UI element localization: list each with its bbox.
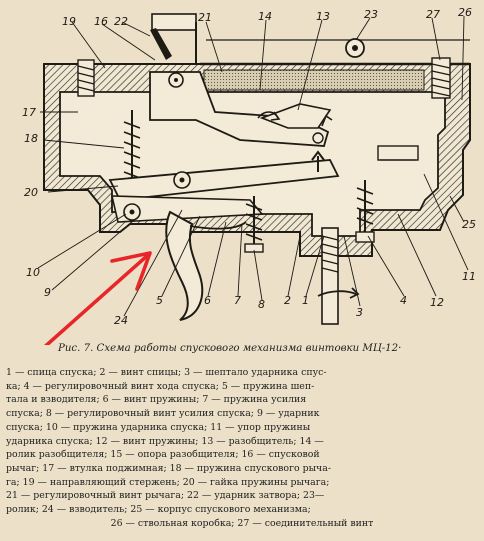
spring-stop: [377, 145, 419, 161]
red-arrow: [43, 251, 152, 345]
callout-22: 22: [114, 15, 128, 28]
callout-17: 17: [22, 106, 36, 119]
legend-line: рычаг; 17 — втулка поджимная; 18 — пружи…: [6, 462, 332, 474]
figure-legend: 1 — спица спуска; 2 — винт спицы; 3 — ше…: [6, 366, 478, 530]
lever-adjusting-screw: [77, 59, 95, 97]
legend-line: ролик; 24 — взводитель; 25 — корпус спус…: [6, 504, 311, 516]
trigger-lever: [149, 71, 330, 147]
callout-19: 19: [62, 15, 76, 28]
legend-line: 26 — ствольная коробка; 27 — соединитель…: [110, 517, 374, 529]
callout-26: 26: [458, 6, 472, 19]
callout-7: 7: [234, 294, 241, 307]
callout-13: 13: [316, 10, 330, 23]
callout-11: 11: [462, 270, 476, 283]
striker-spring: [355, 180, 375, 243]
callout-24: 24: [114, 314, 128, 327]
motion-arrows: [257, 111, 325, 172]
callout-1: 1: [302, 294, 309, 307]
legend-line: спуска; 10 — пружина ударника спуска; 11…: [6, 421, 311, 433]
legend-line: ка; 4 — регулировочный винт хода спуска;…: [6, 380, 315, 392]
connecting-screw: [431, 57, 451, 99]
callout-25: 25: [462, 218, 476, 231]
cocking-lever: [110, 195, 264, 223]
callout-labels: 19 16 22 21 14 13 23 27 26 17 18 20 10 9…: [22, 6, 476, 327]
legend-line: тала и взводителя; 6 — винт пружины; 7 —…: [6, 394, 307, 406]
legend-line: спуска; 8 — регулировочный винт усилия с…: [6, 408, 320, 420]
legend-line: 1 — спица спуска; 2 — винт спицы; 3 — ше…: [6, 367, 327, 378]
callout-8: 8: [258, 298, 265, 311]
callout-6: 6: [204, 294, 211, 307]
callout-2: 2: [284, 294, 291, 307]
callout-12: 12: [430, 296, 444, 309]
trigger-blade: [165, 210, 247, 321]
figure-caption: Рис. 7. Схема работы спускового механизм…: [58, 343, 402, 354]
legend-line: га; 19 — направляющий стержень; 20 — гай…: [6, 476, 330, 488]
striker-sear: [108, 159, 340, 201]
callout-20: 20: [24, 186, 38, 199]
trigger-mechanism-diagram: 19 16 22 21 14 13 23 27 26 17 18 20 10 9…: [22, 6, 476, 345]
callout-21: 21: [198, 11, 212, 24]
legend-line: ударника спуска; 12 — винт пружины; 13 —…: [6, 435, 324, 447]
leader-lines: [37, 15, 469, 317]
callout-3: 3: [356, 306, 363, 319]
callout-5: 5: [156, 294, 163, 307]
callout-18: 18: [24, 132, 38, 145]
callout-10: 10: [26, 266, 40, 279]
disconnector: [259, 103, 333, 144]
callout-4: 4: [400, 294, 407, 307]
bolt-striker: [150, 28, 172, 60]
legend-line: ролик разобщителя; 15 — опора разобщител…: [6, 449, 320, 461]
trigger-pin: [317, 227, 360, 325]
callout-23: 23: [364, 8, 378, 21]
callout-27: 27: [426, 8, 440, 21]
callout-14: 14: [258, 10, 272, 23]
legend-line: 21 — регулировочный винт рычага; 22 — уд…: [6, 490, 325, 502]
callout-16: 16: [94, 15, 108, 28]
callout-9: 9: [44, 286, 51, 299]
roller: [345, 38, 365, 58]
